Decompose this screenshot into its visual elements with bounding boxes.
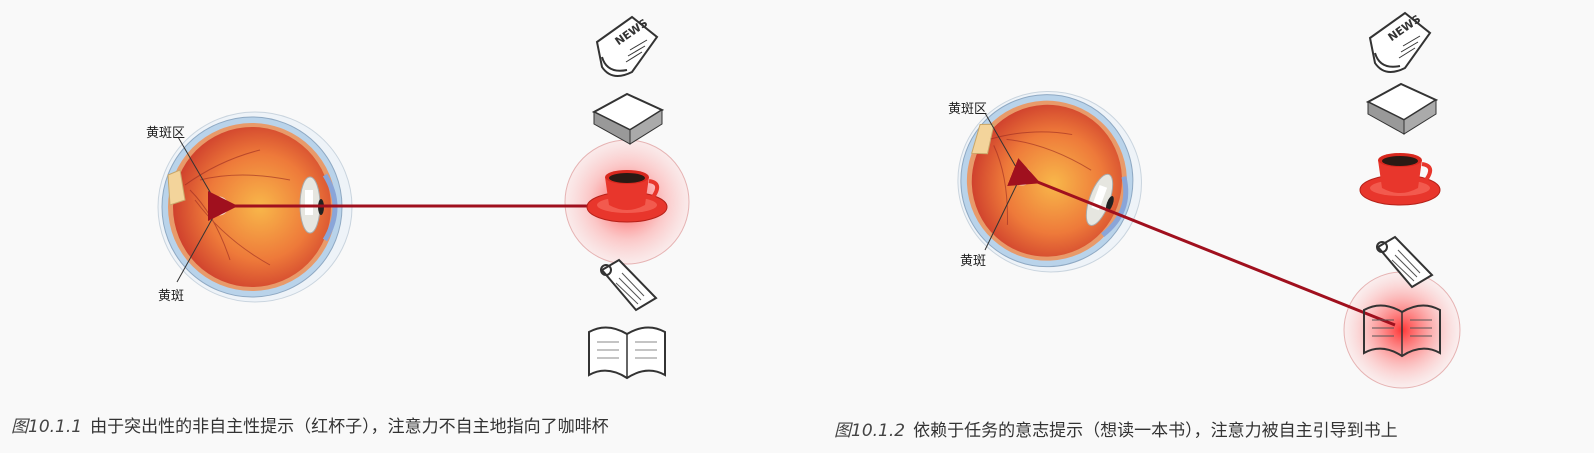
notepad-icon: [1376, 235, 1434, 289]
figure-caption: 图10.1.1 由于突出性的非自主性提示（红杯子），注意力不自主地指向了咖啡杯: [11, 412, 609, 437]
eyeball-illustration: [957, 90, 1142, 273]
notepad-icon: [600, 258, 658, 312]
newspaper-icon: NEWS: [595, 15, 659, 77]
caption-text: 依赖于任务的意志提示（想读一本书），注意力被自主引导到书上: [913, 421, 1398, 441]
closed-book-icon: [1365, 82, 1439, 135]
macula-label: 黄斑: [960, 254, 987, 269]
figure-10-1-2-diagram: NEWS: [957, 11, 1461, 389]
attention-arrow: [1007, 158, 1396, 327]
macula-label: 黄斑: [158, 289, 185, 304]
coffee-cup-icon: [586, 170, 668, 223]
figure-10-1-2: NEWS: [800, 0, 1594, 453]
macula-region-label: 黄斑区: [948, 102, 988, 117]
figure-number: 图10.1.1: [11, 417, 83, 437]
caption-text: 由于突出性的非自主性提示（红杯子），注意力不自主地指向了咖啡杯: [90, 417, 609, 437]
open-book-icon: [588, 326, 666, 380]
macula-region-label: 黄斑区: [146, 126, 186, 141]
newspaper-icon: NEWS: [1368, 11, 1432, 73]
figure-10-1-1: NEWS: [11, 15, 690, 437]
closed-book-icon: [591, 92, 665, 145]
open-book-icon: [1363, 304, 1441, 358]
figure-caption: 图10.1.2 依赖于任务的意志提示（想读一本书），注意力被自主引导到书上: [834, 416, 1398, 441]
figure-10-1-1-diagram: NEWS: [157, 15, 690, 380]
coffee-cup-icon: [1359, 153, 1441, 206]
figure-number: 图10.1.2: [834, 421, 906, 441]
